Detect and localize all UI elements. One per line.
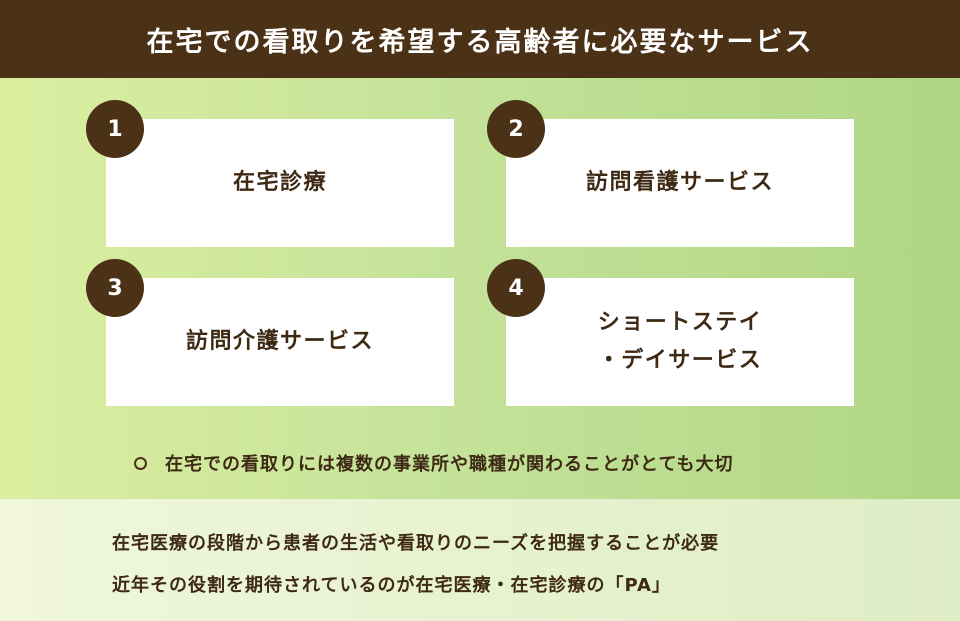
- page-title: 在宅での看取りを希望する高齢者に必要なサービス: [146, 26, 814, 58]
- service-card-home-medical: 在宅診療: [106, 119, 454, 247]
- note-text: 在宅での看取りには複数の事業所や職種が関わることがとても大切: [165, 454, 734, 475]
- service-card-label: 在宅診療: [232, 169, 327, 195]
- service-card-home-nursing: 訪問看護サービス: [506, 119, 854, 247]
- service-card-label-line2: ・デイサービス: [597, 348, 763, 373]
- service-card-label: ショートステイ ・デイサービス: [598, 304, 763, 381]
- number-badge: 3: [86, 259, 144, 317]
- header-bar: 在宅での看取りを希望する高齢者に必要なサービス: [0, 0, 960, 78]
- service-card-label: 訪問介護サービス: [185, 328, 374, 354]
- note-row: 在宅での看取りには複数の事業所や職種が関わることがとても大切: [134, 450, 734, 476]
- service-card-home-care: 訪問介護サービス: [106, 278, 454, 406]
- service-card-label-line1: ショートステイ: [597, 309, 763, 335]
- number-badge: 1: [86, 100, 144, 158]
- summary-line-1: 在宅医療の段階から患者の生活や看取りのニーズを把握することが必要: [112, 533, 720, 554]
- summary-panel: 在宅医療の段階から患者の生活や看取りのニーズを把握することが必要 近年その役割を…: [0, 499, 960, 621]
- service-card-label: 訪問看護サービス: [585, 169, 774, 195]
- number-badge: 4: [487, 259, 545, 317]
- service-card-short-stay: ショートステイ ・デイサービス: [506, 278, 854, 406]
- summary-line-2: 近年その役割を期待されているのが在宅医療・在宅診療の「PA」: [112, 575, 671, 596]
- circle-bullet-icon: [134, 456, 147, 470]
- number-badge: 2: [487, 100, 545, 158]
